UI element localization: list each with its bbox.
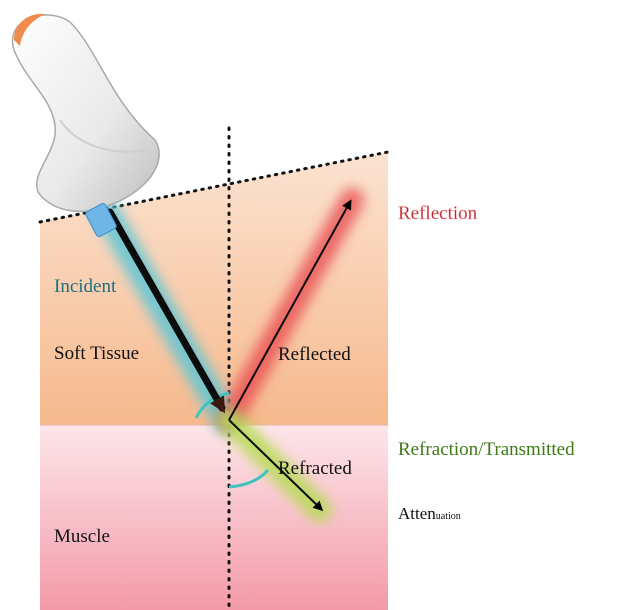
muscle-layer xyxy=(40,425,388,610)
attenuation-label-large: Atten xyxy=(398,504,436,523)
refraction-transmitted-label: Refraction/Transmitted xyxy=(398,439,575,460)
attenuation-label: Attenuation xyxy=(398,504,461,523)
soft-tissue-label: Soft Tissue xyxy=(54,343,139,364)
refracted-label: Refracted xyxy=(278,458,352,479)
incident-label: Incident xyxy=(54,276,117,297)
attenuation-label-small: uation xyxy=(436,511,461,522)
reflected-label: Reflected xyxy=(278,344,351,365)
muscle-label: Muscle xyxy=(54,526,110,547)
reflection-label: Reflection xyxy=(398,203,478,224)
